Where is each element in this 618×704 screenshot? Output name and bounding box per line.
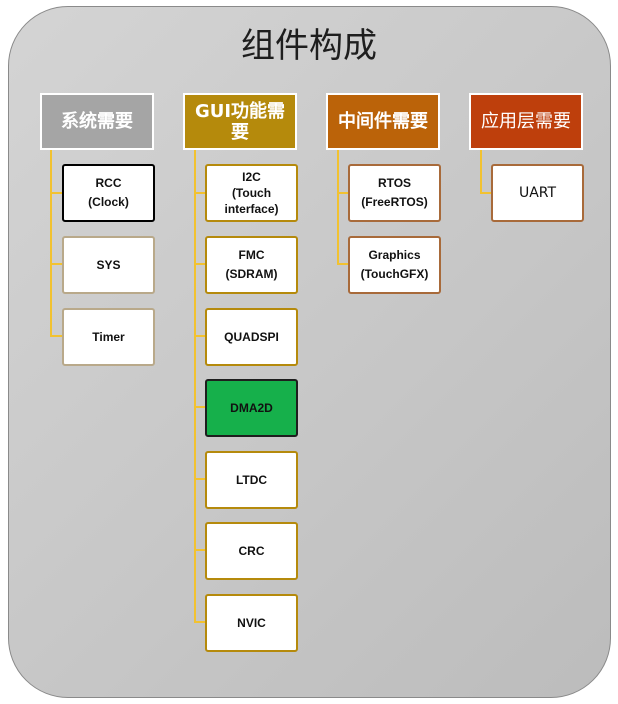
header-middleware: 中间件需要 <box>326 93 440 150</box>
node-ltdc: LTDC <box>205 451 298 509</box>
header-gui: GUI功能需要 <box>183 93 297 150</box>
connector-trunk-system <box>50 150 52 336</box>
node-sys: SYS <box>62 236 155 294</box>
node-rtos: RTOS (FreeRTOS) <box>348 164 441 222</box>
connector-trunk-application <box>480 150 482 194</box>
node-nvic: NVIC <box>205 594 298 652</box>
connector-branch <box>50 335 63 337</box>
connector-branch <box>194 549 206 551</box>
connector-branch <box>50 263 63 265</box>
connector-branch <box>337 192 350 194</box>
node-rcc: RCC (Clock) <box>62 164 155 222</box>
node-graphics: Graphics (TouchGFX) <box>348 236 441 294</box>
node-crc: CRC <box>205 522 298 580</box>
node-i2c: I2C (Touch interface) <box>205 164 298 222</box>
header-application: 应用层需要 <box>469 93 583 150</box>
connector-trunk-gui <box>194 150 196 623</box>
node-quadspi: QUADSPI <box>205 308 298 366</box>
diagram-title: 组件构成 <box>241 26 377 66</box>
connector-trunk-middleware <box>337 150 339 265</box>
connector-branch <box>194 263 206 265</box>
node-uart: UART <box>491 164 584 222</box>
connector-branch <box>194 406 206 408</box>
connector-branch <box>194 478 206 480</box>
connector-branch <box>50 192 63 194</box>
node-timer: Timer <box>62 308 155 366</box>
connector-branch <box>194 621 206 623</box>
node-dma2d: DMA2D <box>205 379 298 437</box>
connector-branch <box>194 192 206 194</box>
connector-branch <box>337 263 350 265</box>
node-fmc: FMC (SDRAM) <box>205 236 298 294</box>
header-system: 系统需要 <box>40 93 154 150</box>
connector-branch <box>480 192 493 194</box>
connector-branch <box>194 335 206 337</box>
